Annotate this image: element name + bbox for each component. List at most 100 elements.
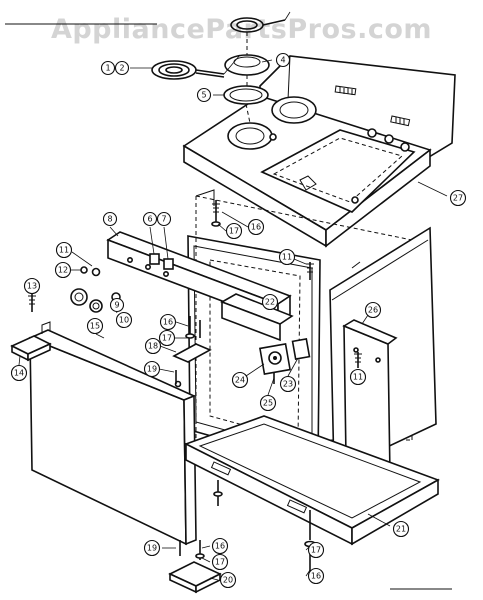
callout-circle (211, 537, 229, 555)
burner-hole-front (227, 122, 273, 150)
callout-26: 26 (364, 301, 382, 319)
callout-circle (10, 364, 28, 382)
callout-6: 6 (142, 211, 158, 227)
door-hinge-bracket (10, 335, 52, 366)
callout-4: 4 (275, 52, 291, 68)
callout-11: 11 (55, 241, 73, 259)
callout-14: 14 (10, 364, 28, 382)
callout-number: 17 (215, 558, 225, 567)
top-fasteners (211, 200, 249, 232)
callout-number: 16 (251, 223, 261, 232)
callout-17: 17 (225, 222, 243, 240)
bottom-hinge-bracket (168, 561, 222, 594)
callout-circle (109, 297, 125, 313)
callout-16: 16 (211, 537, 229, 555)
callout-number: 11 (353, 373, 363, 382)
callout-circle (449, 189, 467, 207)
callout-number: 1 (105, 64, 110, 73)
callout-number: 27 (453, 194, 463, 203)
callout-circle (143, 539, 161, 557)
callout-number: 16 (215, 542, 225, 551)
burner-hole-rear (271, 96, 317, 124)
callout-circle (100, 60, 116, 76)
callout-10: 10 (115, 311, 133, 329)
callout-5: 5 (196, 87, 212, 103)
callout-20: 20 (219, 571, 237, 589)
callout-circle (158, 329, 176, 347)
callout-19: 19 (143, 539, 161, 557)
callout-16: 16 (247, 218, 265, 236)
callout-15: 15 (86, 317, 104, 335)
callout-number: 17 (311, 546, 321, 555)
callout-1: 1 (100, 60, 116, 76)
callout-number: 9 (114, 301, 119, 310)
callout-number: 11 (59, 246, 69, 255)
callout-circle (54, 261, 72, 279)
callout-number: 17 (229, 227, 239, 236)
callout-25: 25 (259, 394, 277, 412)
callout-11: 11 (349, 368, 367, 386)
callout-number: 2 (119, 64, 124, 73)
control-panel-bracket (106, 226, 294, 342)
callout-number: 23 (283, 380, 293, 389)
terminal-block (245, 337, 311, 396)
callout-number: 24 (235, 376, 245, 385)
callout-circle (259, 394, 277, 412)
burner-element-parts (130, 11, 291, 124)
cooktop-sink-top (182, 55, 456, 248)
callout-circle (156, 211, 172, 227)
callout-number: 16 (163, 318, 173, 327)
backsplash-vents (334, 85, 411, 127)
callout-circle (231, 371, 249, 389)
callout-circle (142, 211, 158, 227)
callout-number: 13 (27, 282, 37, 291)
callout-circle (211, 553, 229, 571)
callout-27: 27 (449, 189, 467, 207)
callout-circle (86, 317, 104, 335)
callout-number: 6 (147, 215, 152, 224)
callout-7: 7 (156, 211, 172, 227)
callout-circle (349, 368, 367, 386)
callout-circle (278, 248, 296, 266)
callout-circle (364, 301, 382, 319)
callout-17: 17 (211, 553, 229, 571)
callout-16: 16 (159, 313, 177, 331)
callout-number: 11 (282, 253, 292, 262)
callout-2: 2 (114, 60, 130, 76)
callout-circle (261, 293, 279, 311)
screw-13 (28, 294, 36, 312)
callout-12: 12 (54, 261, 72, 279)
callout-number: 20 (223, 576, 233, 585)
callout-circle (55, 241, 73, 259)
callout-number: 14 (14, 369, 24, 378)
bracket-fasteners (158, 316, 212, 384)
front-door-panel (27, 321, 197, 546)
callout-circle (159, 313, 177, 331)
callout-number: 26 (368, 306, 378, 315)
callout-13: 13 (23, 277, 41, 295)
callout-circle (307, 541, 325, 559)
callout-number: 5 (201, 91, 206, 100)
callout-number: 17 (162, 334, 172, 343)
callout-circle (23, 277, 41, 295)
callout-number: 7 (161, 215, 166, 224)
callout-circle (219, 571, 237, 589)
callout-number: 4 (280, 56, 285, 65)
callout-number: 18 (148, 342, 158, 351)
callout-23: 23 (279, 375, 297, 393)
callout-circle (307, 567, 325, 585)
callout-number: 19 (147, 544, 157, 553)
callout-17: 17 (158, 329, 176, 347)
callout-22: 22 (261, 293, 279, 311)
callout-number: 25 (263, 399, 273, 408)
callout-circle (144, 337, 162, 355)
callout-19: 19 (143, 360, 161, 378)
callout-circle (225, 222, 243, 240)
callout-circle (196, 87, 212, 103)
callout-circle (275, 52, 291, 68)
sink-bowl (260, 129, 416, 213)
screw-11-right (354, 352, 362, 368)
callout-number: 8 (107, 215, 112, 224)
